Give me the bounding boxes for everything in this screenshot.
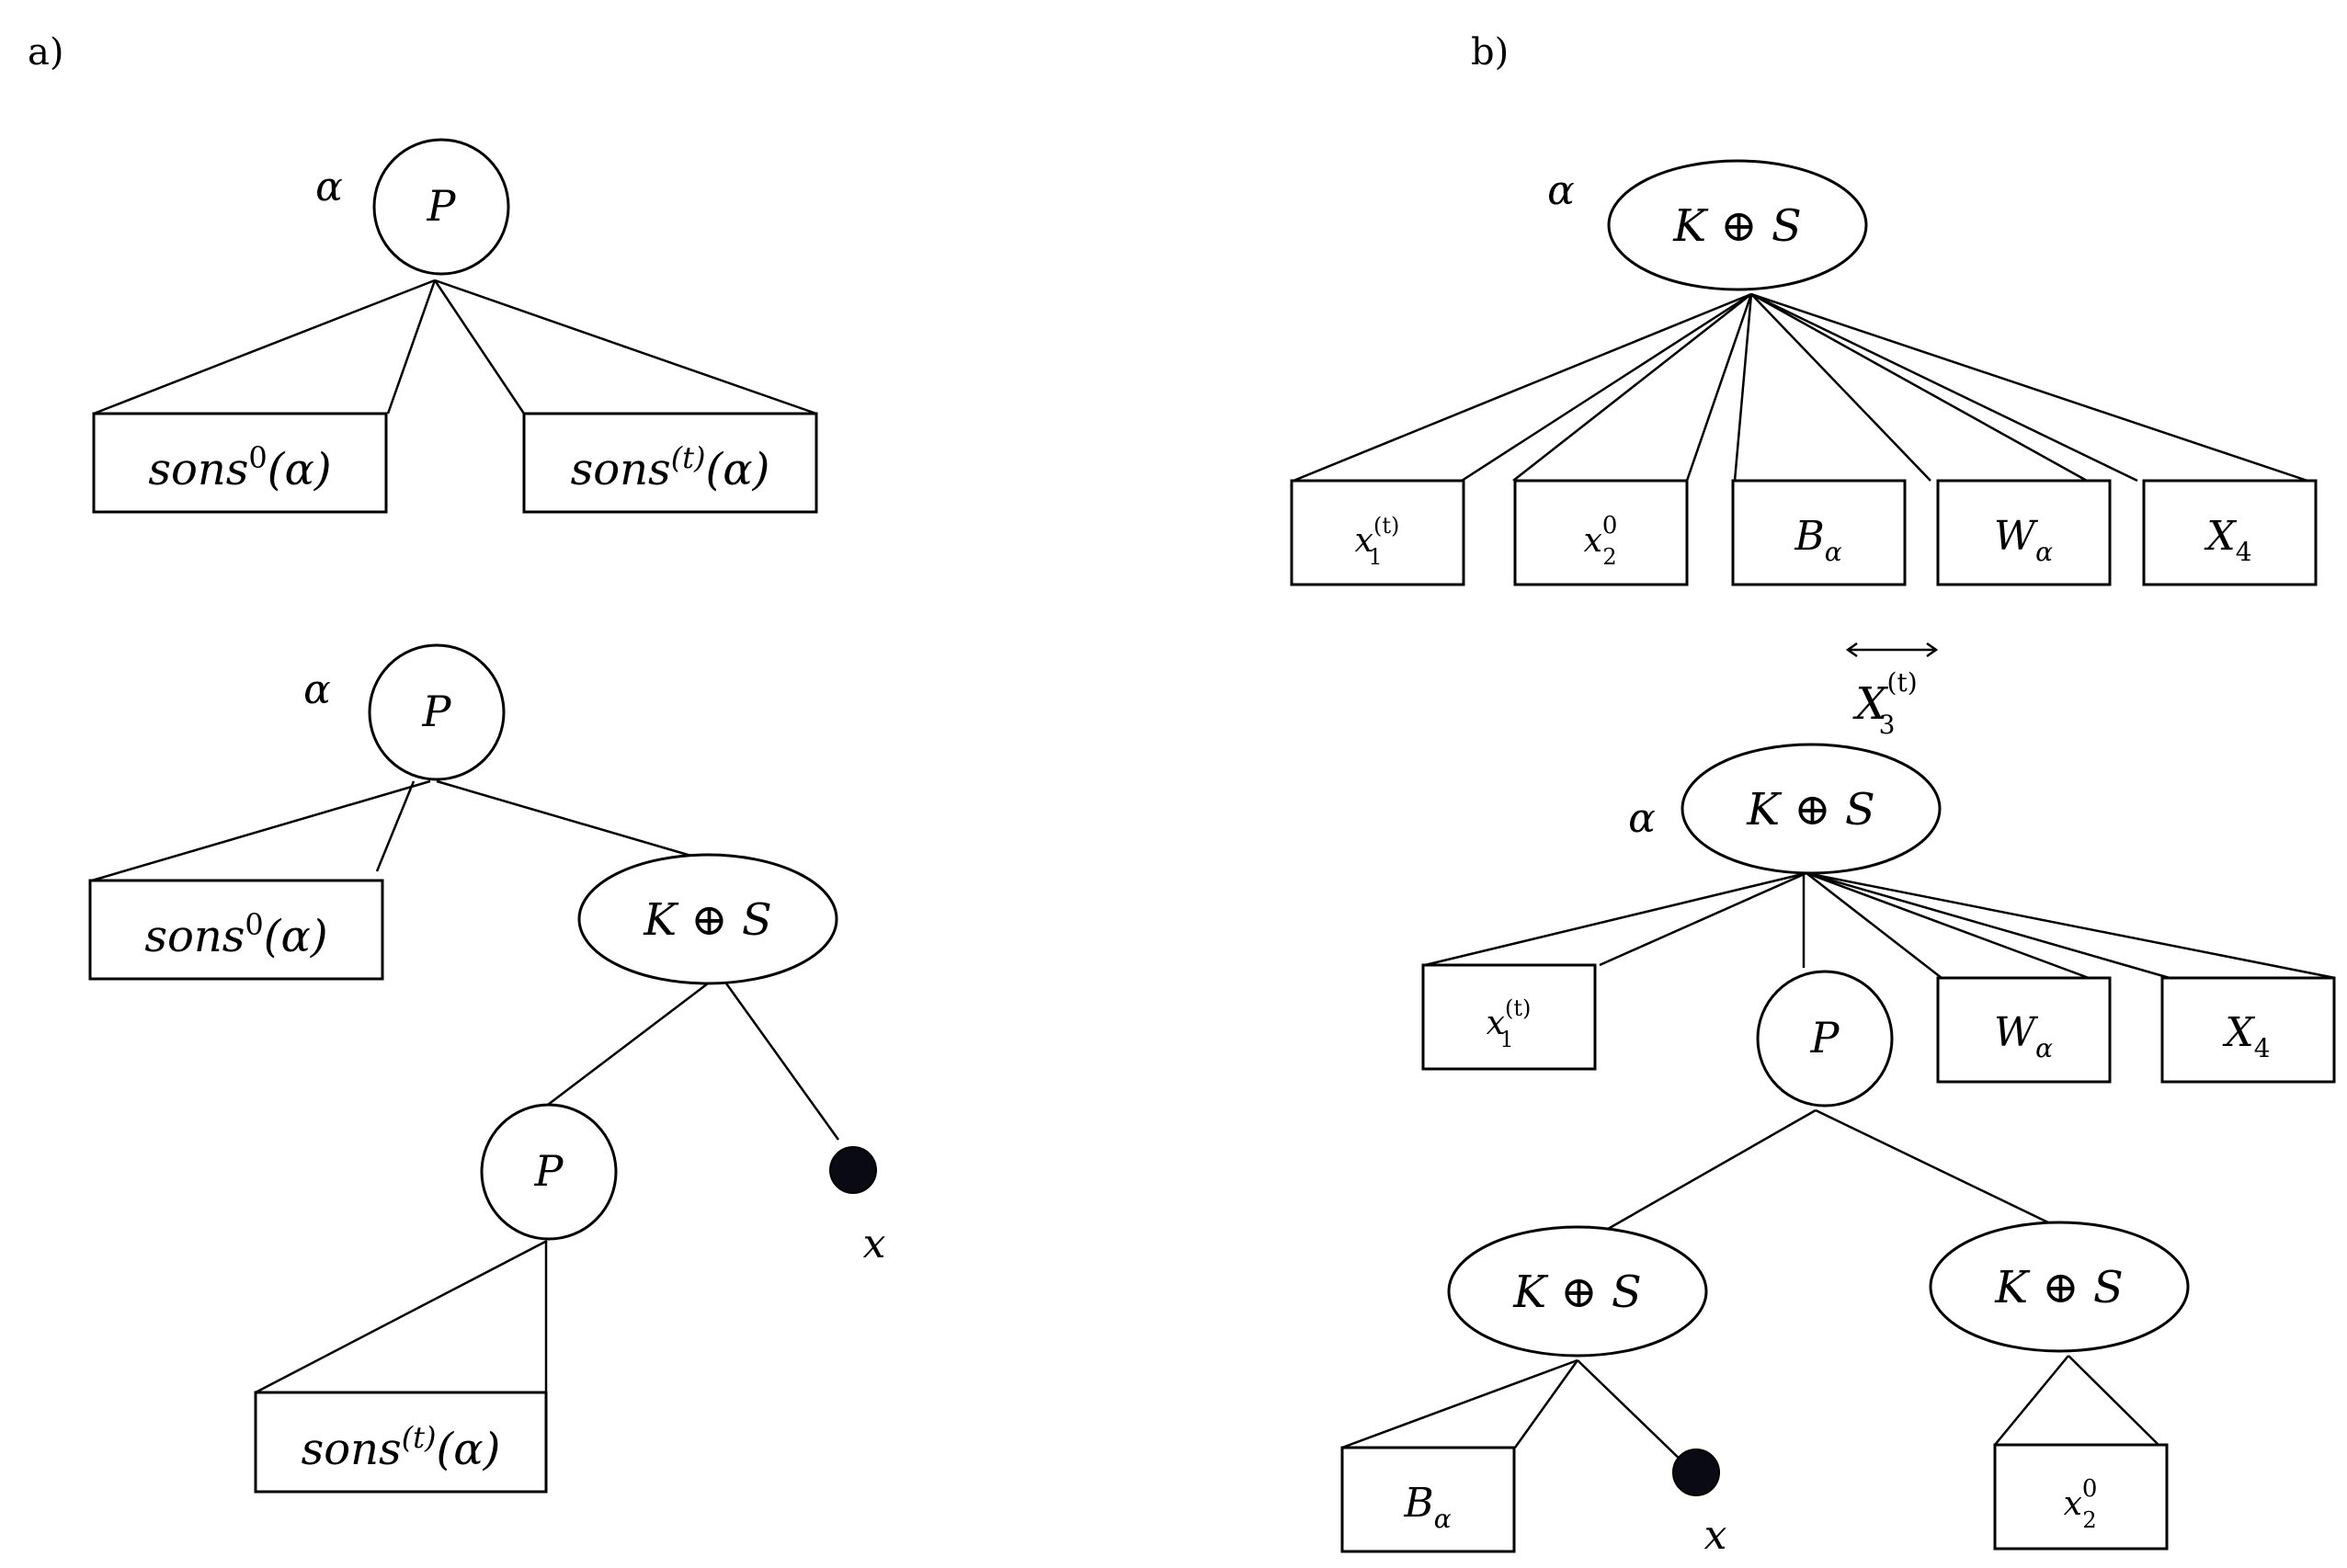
p-node — [1756, 970, 1894, 1108]
ks-node-right — [1929, 1221, 2190, 1353]
x1t-box — [1290, 479, 1465, 586]
x1t-box — [1421, 963, 1597, 1071]
w-alpha-box — [1936, 976, 2112, 1084]
b-alpha-label: Bα — [1403, 1480, 1451, 1534]
b-alpha-box — [1340, 1446, 1516, 1553]
alpha-label: α — [1547, 167, 1575, 214]
ks-node-left-label: K ⊕ S — [1512, 1267, 1641, 1318]
sons-t-box — [254, 1391, 548, 1494]
w-alpha-label: Wα — [1994, 513, 2053, 567]
p-node-label: P — [422, 687, 452, 736]
w-alpha-box — [1936, 479, 2112, 586]
p-node-inner-label: P — [534, 1146, 564, 1196]
ks-node-label: K ⊕ S — [1672, 200, 1801, 252]
p-node — [372, 138, 510, 276]
ks-node — [577, 853, 838, 985]
panel-b-label: b) — [1471, 31, 1509, 74]
sons-t-label: sons(t)(α) — [302, 1420, 501, 1475]
leaf-x-label: x — [863, 1221, 886, 1267]
x1t-label: x(t)1 — [1355, 513, 1400, 570]
alpha-label: α — [1628, 795, 1656, 842]
ks-node — [1680, 743, 1942, 875]
ks-node-left — [1447, 1225, 1708, 1358]
edges — [93, 278, 817, 415]
x20-box — [1993, 1443, 2169, 1551]
x20-box — [1513, 479, 1689, 586]
x1t-label: x(t)1 — [1487, 995, 1532, 1052]
sons-t-box — [522, 412, 818, 514]
ks-node-right-label: K ⊕ S — [1994, 1262, 2123, 1313]
panel-a-label: a) — [28, 31, 63, 74]
panel-a-top-tree: P α sons0(α) sons(t)(α) — [92, 138, 818, 514]
x4-box — [2160, 976, 2336, 1084]
p-node — [368, 643, 506, 781]
w-alpha-label: Wα — [1994, 1009, 2053, 1063]
alpha-label: α — [303, 666, 331, 713]
sons-0-box — [88, 879, 384, 981]
leaf-x-dot — [1672, 1449, 1720, 1496]
x4-box — [2142, 479, 2318, 586]
x4-label: X4 — [2204, 513, 2251, 567]
b-alpha-label: Bα — [1794, 513, 1841, 567]
p-node-label: P — [1810, 1013, 1840, 1062]
sons-0-label: sons0(α) — [148, 440, 331, 495]
edges — [91, 779, 840, 1394]
b-alpha-box — [1731, 479, 1907, 586]
panel-b-bottom-tree: X(t)3 K ⊕ S α x(t)1 P Wα X4 — [1340, 642, 2336, 1559]
ks-node-label: K ⊕ S — [643, 894, 771, 946]
ks-node-label: K ⊕ S — [1746, 784, 1874, 835]
x3t-label-group: X(t)3 — [1845, 642, 1939, 740]
panel-a-bottom-tree: P α sons0(α) K ⊕ S P x sons(t)(α) — [88, 643, 886, 1494]
p-node-inner — [480, 1103, 618, 1241]
sons-0-box — [92, 412, 388, 514]
leaf-x-dot — [829, 1146, 877, 1194]
sons-t-label: sons(t)(α) — [571, 440, 770, 495]
x3t-label: X(t)3 — [1851, 667, 1917, 740]
x4-label: X4 — [2222, 1009, 2270, 1063]
p-node-label: P — [427, 181, 457, 231]
edges — [1341, 871, 2336, 1467]
ks-node — [1607, 159, 1868, 291]
sons-0-label: sons0(α) — [144, 907, 327, 962]
alpha-label: α — [315, 164, 343, 210]
leaf-x-label: x — [1704, 1512, 1727, 1559]
edges — [1293, 292, 2308, 483]
